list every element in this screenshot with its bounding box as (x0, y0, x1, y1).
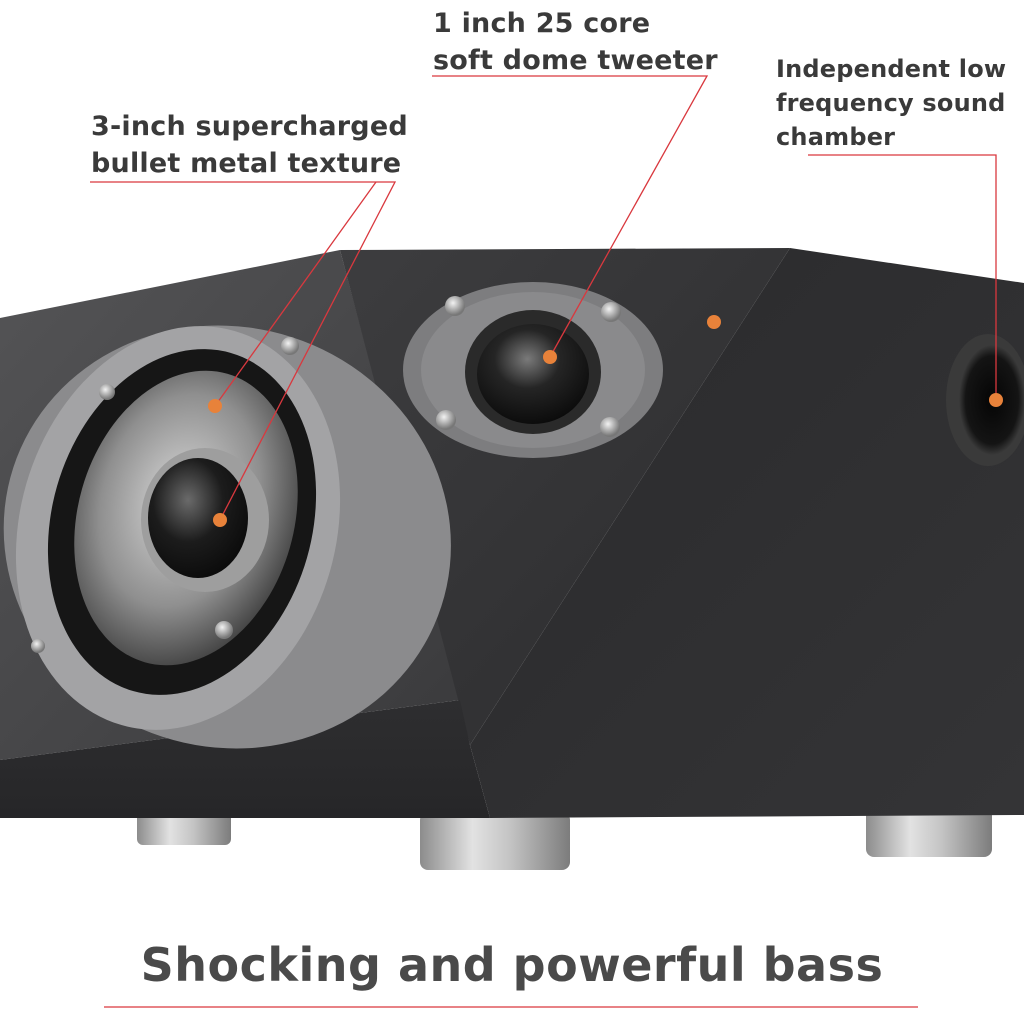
headline: Shocking and powerful bass (140, 938, 884, 992)
woofer-leader-line (90, 181, 397, 521)
chamber-callout-line1: Independent low (776, 55, 1007, 83)
marker-dot (208, 399, 222, 413)
tweeter-callout: 1 inch 25 core soft dome tweeter (433, 5, 718, 79)
screw-icon (600, 417, 620, 437)
chamber-callout-line3: chamber (776, 123, 896, 151)
tweeter-callout-line1: 1 inch 25 core (433, 8, 651, 39)
bottom-facet (0, 700, 490, 818)
screw-icon (281, 337, 299, 355)
tweeter-callout-line2: soft dome tweeter (433, 45, 718, 76)
marker-dot (989, 393, 1003, 407)
screw-icon (215, 621, 233, 639)
woofer-callout: 3-inch supercharged bullet metal texture (91, 108, 408, 182)
chamber-leader-line (808, 154, 997, 400)
woofer-callout-line2: bullet metal texture (91, 148, 402, 179)
chamber-callout-line2: frequency sound (776, 89, 1006, 117)
marker-dot (707, 315, 721, 329)
tweeter-driver (403, 282, 663, 458)
callout-markers (208, 315, 1003, 527)
screw-icon (436, 410, 456, 430)
marker-dot (543, 350, 557, 364)
screw-icon (31, 639, 45, 653)
callout-leader-lines (90, 75, 997, 1008)
screw-icon (99, 384, 115, 400)
woofer-driver (3, 325, 451, 749)
tweeter-leader-line (432, 75, 709, 358)
woofer-leader-line (214, 181, 377, 407)
screw-icon (601, 302, 621, 322)
marker-dot (213, 513, 227, 527)
bass-port (946, 334, 1024, 466)
woofer-callout-line1: 3-inch supercharged (91, 111, 408, 142)
screw-icon (445, 296, 465, 316)
right-facet (470, 248, 1024, 818)
chamber-callout: Independent low frequency sound chamber (776, 52, 1006, 154)
